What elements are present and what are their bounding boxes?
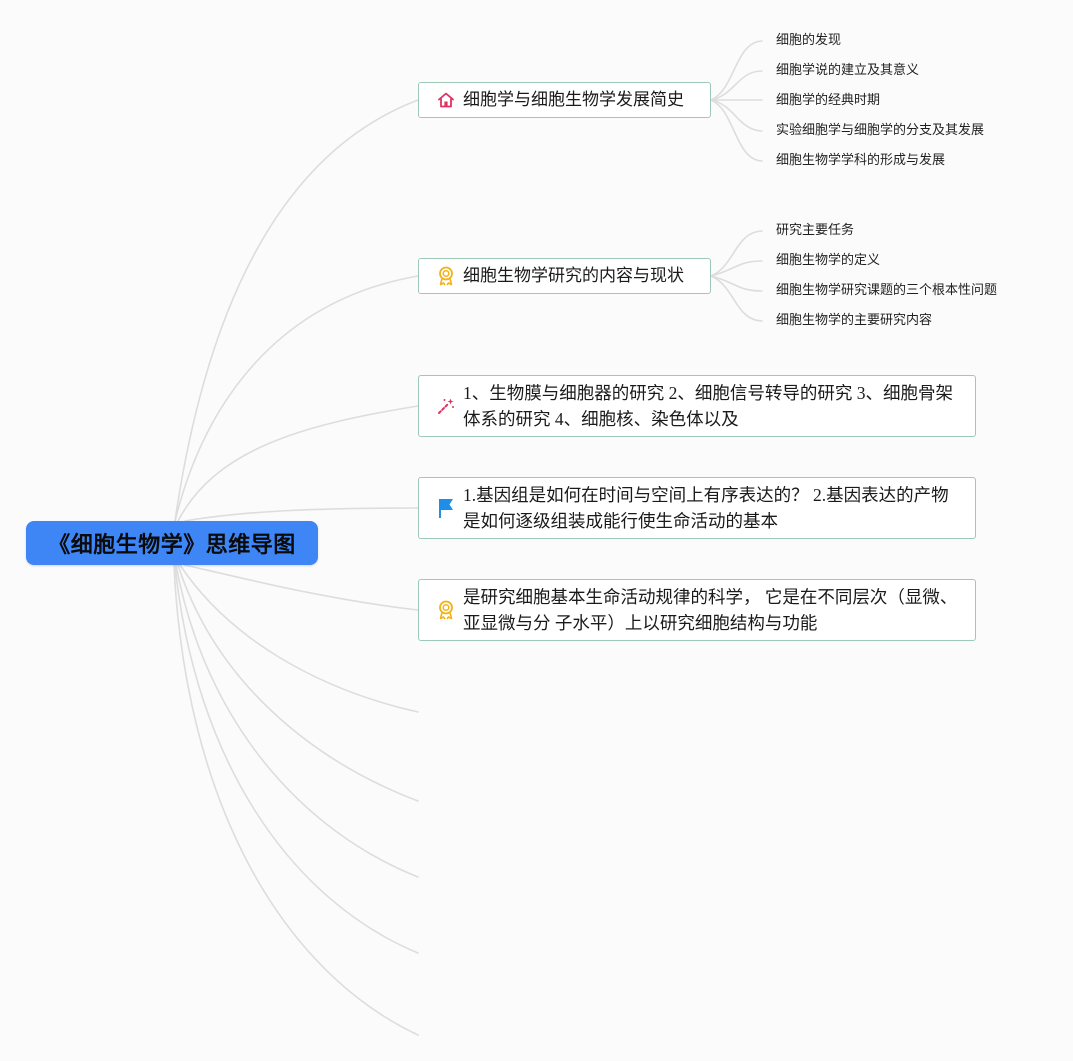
- branch-fundamental-questions[interactable]: 1.基因组是如何在时间与空间上有序表达的？ 2.基因表达的产物是如何逐级组装成能…: [418, 477, 976, 539]
- leaf-node[interactable]: 细胞生物学学科的形成与发展: [776, 153, 946, 168]
- connector-root-empty-5: [173, 564, 419, 1036]
- branch-research-topics[interactable]: 1、生物膜与细胞器的研究 2、细胞信号转导的研究 3、细胞骨架体系的研究 4、细…: [418, 375, 976, 437]
- leaf-node[interactable]: 研究主要任务: [776, 223, 855, 238]
- connector-b1-leaf-2: [710, 70, 763, 101]
- branch-label: 细胞学与细胞生物学发展简史: [463, 90, 684, 110]
- connector-b2-leaf-2: [710, 260, 763, 277]
- magic-wand-icon: [435, 395, 457, 417]
- connector-root-branch-3: [177, 405, 419, 522]
- leaf-node[interactable]: 细胞生物学的定义: [776, 253, 881, 268]
- leaf-node[interactable]: 细胞学说的建立及其意义: [776, 63, 920, 78]
- branch-content-status[interactable]: 细胞生物学研究的内容与现状: [418, 258, 711, 294]
- leaf-node[interactable]: 细胞生物学研究课题的三个根本性问题: [776, 283, 998, 298]
- branch-label: 1、生物膜与细胞器的研究 2、细胞信号转导的研究 3、细胞骨架体系的研究 4、细…: [463, 383, 953, 429]
- connector-root-empty-1: [179, 564, 419, 713]
- leaf-node[interactable]: 细胞生物学的主要研究内容: [776, 313, 933, 328]
- connector-b1-leaf-4: [710, 99, 763, 132]
- connector-root-branch-4: [184, 507, 419, 522]
- connector-root-empty-3: [175, 564, 419, 878]
- connector-root-branch-1: [174, 99, 419, 522]
- connector-root-branch-2: [174, 275, 419, 522]
- root-title: 《细胞生物学》思维导图: [48, 533, 296, 558]
- branch-label: 1.基因组是如何在时间与空间上有序表达的？ 2.基因表达的产物是如何逐级组装成能…: [463, 485, 949, 531]
- branch-label: 细胞生物学研究的内容与现状: [463, 266, 684, 286]
- connector-root-empty-4: [174, 564, 419, 954]
- leaf-node[interactable]: 实验细胞学与细胞学的分支及其发展: [776, 123, 985, 138]
- connector-b1-leaf-1: [710, 40, 763, 101]
- award-icon: [435, 265, 457, 287]
- connector-root-branch-5: [184, 564, 419, 611]
- leaf-node[interactable]: 细胞学的经典时期: [776, 93, 881, 108]
- branch-history[interactable]: 细胞学与细胞生物学发展简史: [418, 82, 711, 118]
- award-icon: [435, 599, 457, 621]
- flag-icon: [435, 497, 457, 519]
- leaf-node[interactable]: 细胞的发现: [776, 33, 842, 48]
- home-icon: [435, 89, 457, 111]
- connector-b1-leaf-5: [710, 99, 763, 162]
- branch-label: 是研究细胞基本生命活动规律的科学， 它是在不同层次（显微、亚显微与分 子水平）上…: [463, 587, 958, 633]
- connector-b2-leaf-1: [710, 230, 763, 277]
- connector-b2-leaf-4: [710, 275, 763, 322]
- connector-root-empty-2: [177, 564, 419, 802]
- connector-b2-leaf-3: [710, 275, 763, 292]
- root-node[interactable]: 《细胞生物学》思维导图: [26, 521, 318, 565]
- branch-definition[interactable]: 是研究细胞基本生命活动规律的科学， 它是在不同层次（显微、亚显微与分 子水平）上…: [418, 579, 976, 641]
